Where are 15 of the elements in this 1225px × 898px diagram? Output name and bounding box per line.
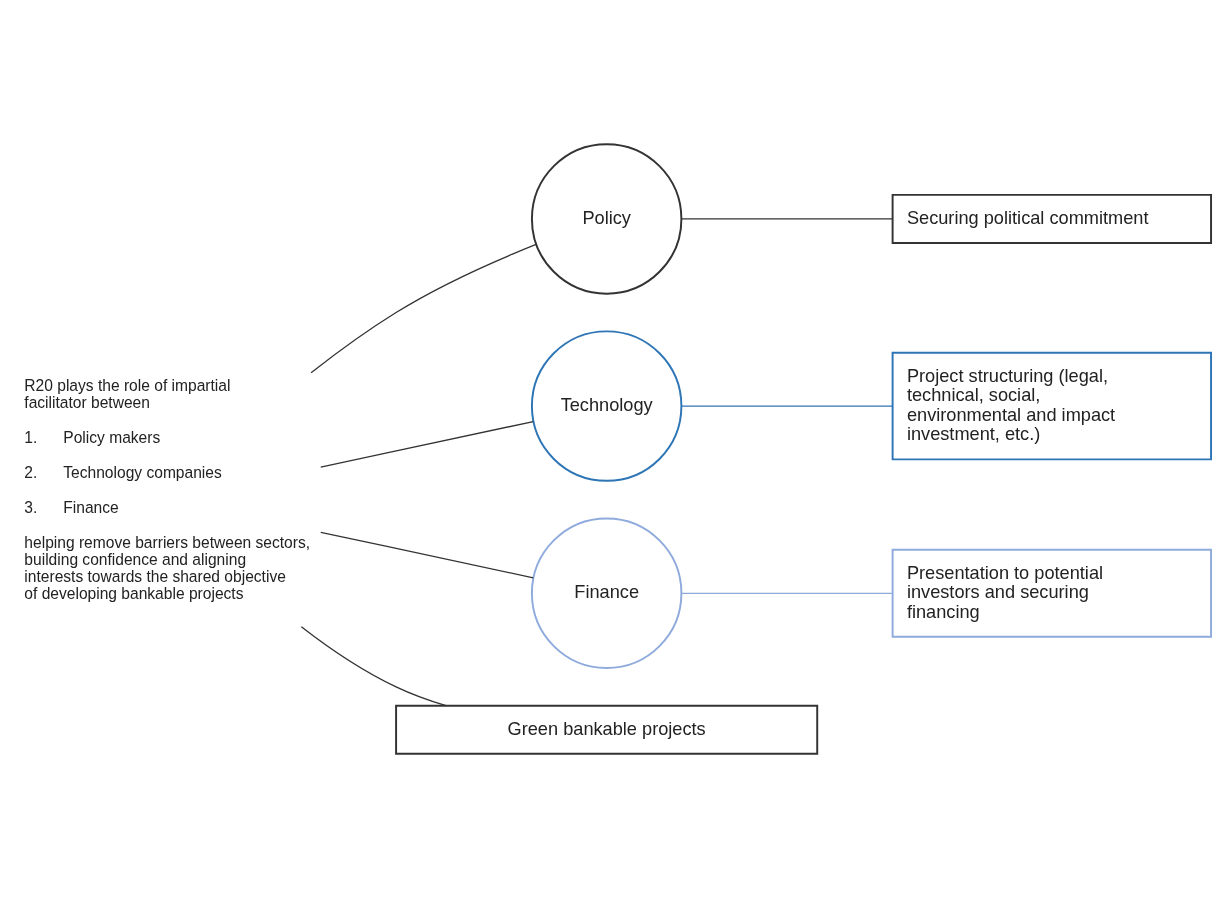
node-box: Green bankable projects (395, 704, 819, 755)
connector (310, 243, 537, 374)
node-box: Securing political commitment (891, 193, 1213, 244)
node-box: Project structuring (legal, technical, social, environmental and impact investment, etc.) (891, 351, 1213, 461)
connector (680, 218, 893, 220)
node-circle: Technology (530, 330, 683, 482)
connector (680, 592, 893, 594)
connector (300, 626, 447, 707)
node-text: R20 plays the role of impartial facilitator between 1. Policy makers 2. Technology companies 3. Finance helping remove barriers between sectors, building confidence and aligning interests towards the shared objective of developing bankable projects (24, 376, 311, 602)
node-circle: Finance (530, 517, 683, 669)
connector (320, 531, 534, 579)
node-box: Presentation to potential investors and securing financing (891, 548, 1213, 638)
connector (680, 405, 893, 407)
node-circle: Policy (530, 143, 683, 295)
connector (320, 420, 534, 468)
